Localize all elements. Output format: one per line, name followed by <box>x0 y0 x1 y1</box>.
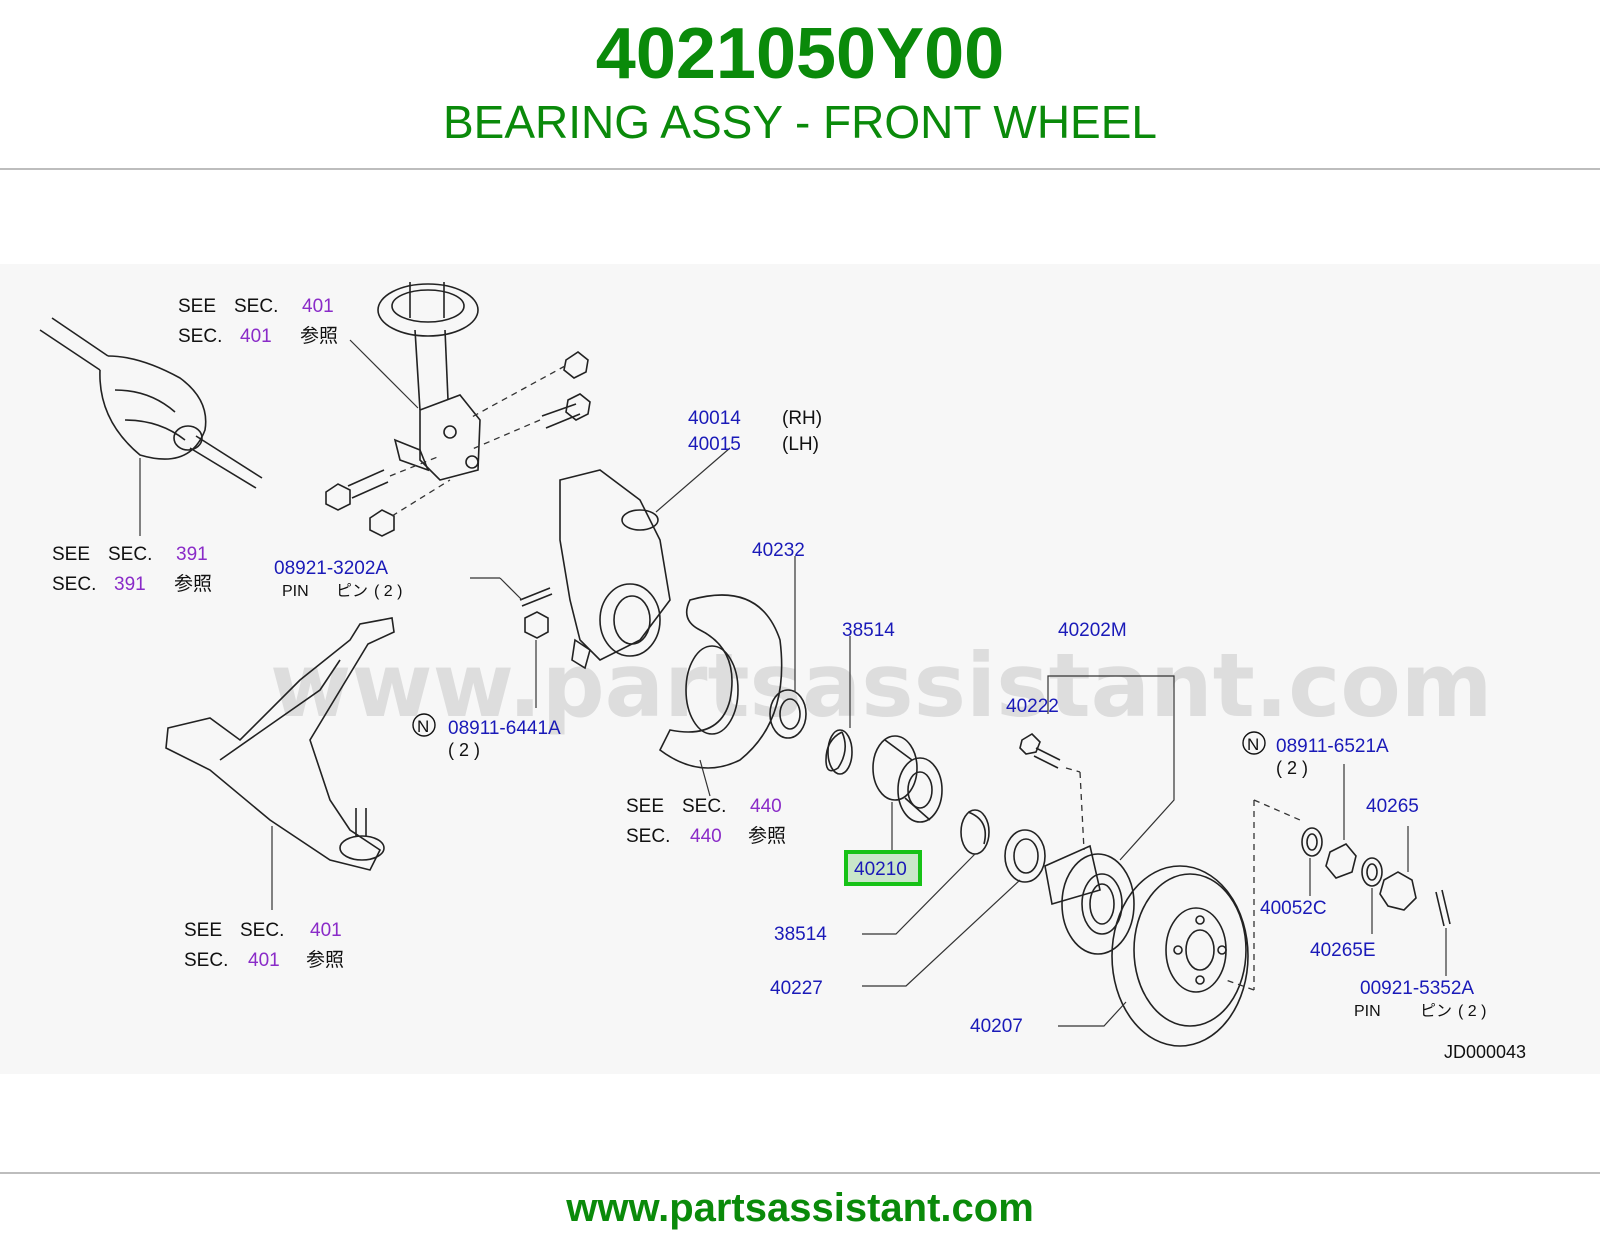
sec-label-shaft: SEC. <box>108 544 152 565</box>
watermark-text: www.partsassistant.com <box>270 634 1493 737</box>
see-label-shaft: SEE <box>52 544 90 565</box>
n-circle-icon-right <box>1242 731 1266 755</box>
section-link-391[interactable]: 391 <box>176 544 208 565</box>
n-mark-right: N <box>1247 735 1259 754</box>
cotter-pin-and-nut-drawing <box>470 577 553 708</box>
sec-label-strut: SEC. <box>234 296 278 317</box>
dust-shield-drawing <box>658 594 783 797</box>
part-link-08911-6521A[interactable]: 08911-6521A <box>1276 736 1389 757</box>
sec-label-shaft-jp: SEC. <box>52 574 96 595</box>
see-label-strut: SEE <box>178 296 216 317</box>
pin-jp-label-left: ピン <box>336 583 368 600</box>
ref-label-arm: 参照 <box>306 949 344 971</box>
part-link-00921-5352A[interactable]: 00921-5352A <box>1360 978 1474 999</box>
ref-label-shaft: 参照 <box>174 573 212 595</box>
section-link-401-arm[interactable]: 401 <box>310 920 342 941</box>
part-link-40222[interactable]: 40222 <box>1006 696 1059 717</box>
part-link-08911-6441A[interactable]: 08911-6441A <box>448 718 561 739</box>
sec-label-strut-jp: SEC. <box>178 326 222 347</box>
part-link-40052C[interactable]: 40052C <box>1260 898 1327 919</box>
sec-label-shield-jp: SEC. <box>626 826 670 847</box>
part-link-08921-3202A[interactable]: 08921-3202A <box>274 558 388 579</box>
lh-label: (LH) <box>782 434 819 455</box>
diagram-background <box>0 264 1600 1074</box>
snap-ring-top-drawing <box>825 636 853 775</box>
header: 4021050Y00 BEARING ASSY - FRONT WHEEL <box>0 0 1600 168</box>
part-link-40265E[interactable]: 40265E <box>1310 940 1376 961</box>
part-link-40232[interactable]: 40232 <box>752 540 805 561</box>
header-divider <box>0 168 1600 170</box>
see-label-shield: SEE <box>626 796 664 817</box>
sec-label-arm-jp: SEC. <box>184 950 228 971</box>
pin-jp-label-right: ピン <box>1420 1003 1452 1020</box>
qty-label-6521A: ( 2 ) <box>1276 758 1308 778</box>
section-link-391-jp[interactable]: 391 <box>114 574 146 595</box>
diagram-code: JD000043 <box>1444 1042 1526 1062</box>
qty-label-pin-right: ( 2 ) <box>1458 1003 1486 1020</box>
part-link-40227[interactable]: 40227 <box>770 978 823 999</box>
part-link-38514-top[interactable]: 38514 <box>842 620 895 641</box>
part-link-40202M[interactable]: 40202M <box>1058 620 1127 641</box>
pin-label-right: PIN <box>1354 1003 1381 1020</box>
seal-40232-drawing <box>769 556 807 739</box>
hub-nut-assembly-drawing <box>1225 764 1451 991</box>
drive-shaft-drawing <box>39 317 263 536</box>
part-number-title: 4021050Y00 <box>595 14 1005 94</box>
part-link-40015[interactable]: 40015 <box>688 434 741 455</box>
footer-divider <box>0 1172 1600 1174</box>
pin-label-left: PIN <box>282 583 309 600</box>
section-link-401-arm-jp[interactable]: 401 <box>248 950 280 971</box>
n-circle-icon-left <box>412 713 436 737</box>
part-link-40265[interactable]: 40265 <box>1366 796 1419 817</box>
n-mark-left: N <box>417 717 429 736</box>
lower-arm-drawing <box>165 617 395 910</box>
qty-label-6441A: ( 2 ) <box>448 740 480 760</box>
ref-label-strut: 参照 <box>300 325 338 347</box>
sec-label-shield: SEC. <box>682 796 726 817</box>
section-link-440[interactable]: 440 <box>750 796 782 817</box>
ref-label-shield: 参照 <box>748 825 786 847</box>
section-link-440-jp[interactable]: 440 <box>690 826 722 847</box>
part-link-40014[interactable]: 40014 <box>688 408 741 429</box>
qty-label-pin-left: ( 2 ) <box>374 583 402 600</box>
knuckle-drawing <box>559 447 731 670</box>
rh-label: (RH) <box>782 408 822 429</box>
strut-bolts-drawing <box>325 351 591 537</box>
snap-ring-bottom-and-seal-drawing <box>862 809 1046 987</box>
brake-rotor-drawing <box>1058 865 1249 1047</box>
bearing-40210-drawing <box>872 735 943 850</box>
section-link-401-strut[interactable]: 401 <box>302 296 334 317</box>
footer-url-link[interactable]: www.partsassistant.com <box>566 1186 1034 1230</box>
part-link-40210[interactable]: 40210 <box>854 859 907 880</box>
part-name-subtitle: BEARING ASSY - FRONT WHEEL <box>442 96 1157 148</box>
part-link-40207[interactable]: 40207 <box>970 1016 1023 1037</box>
highlight-box-40210[interactable] <box>844 850 922 886</box>
see-label-arm: SEE <box>184 920 222 941</box>
sec-label-arm: SEC. <box>240 920 284 941</box>
strut-drawing <box>349 282 481 481</box>
section-link-401-strut-jp[interactable]: 401 <box>240 326 272 347</box>
part-link-38514-bottom[interactable]: 38514 <box>774 924 827 945</box>
hub-drawing <box>1019 675 1175 955</box>
